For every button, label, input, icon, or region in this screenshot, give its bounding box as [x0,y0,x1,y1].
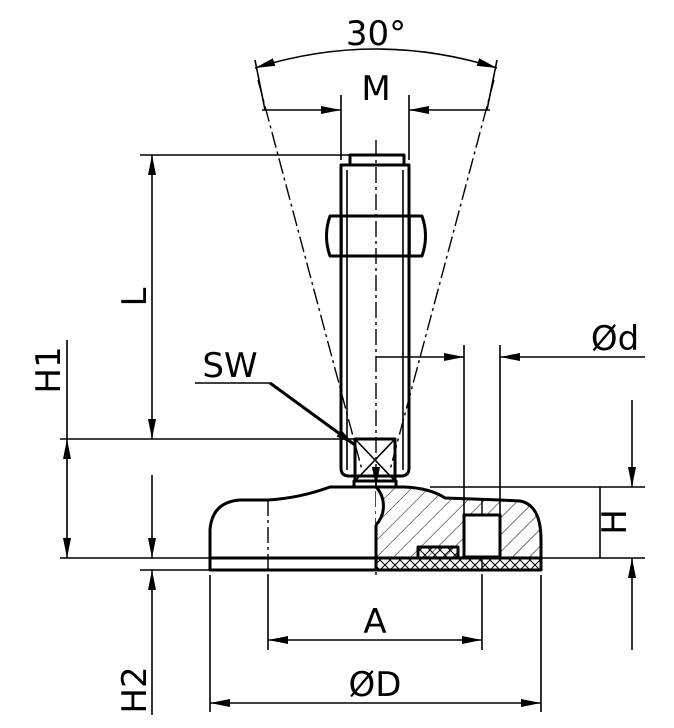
length-label: L [115,287,155,306]
base-plate [208,485,543,572]
wrench-label: SW [202,346,257,386]
height2-label: H2 [115,666,155,713]
base-height-label: H [595,509,635,535]
angle-label: 30° [346,14,406,54]
wrench-square [352,437,398,489]
extension-lines [60,59,645,712]
dimension-lines [63,48,645,715]
threaded-stud [325,153,427,478]
thread-label: M [361,69,390,109]
hole-spacing-label: A [363,602,386,642]
bore-label: Ød [591,319,639,359]
base-diameter-label: ØD [349,665,402,705]
height1-label: H1 [29,346,69,393]
